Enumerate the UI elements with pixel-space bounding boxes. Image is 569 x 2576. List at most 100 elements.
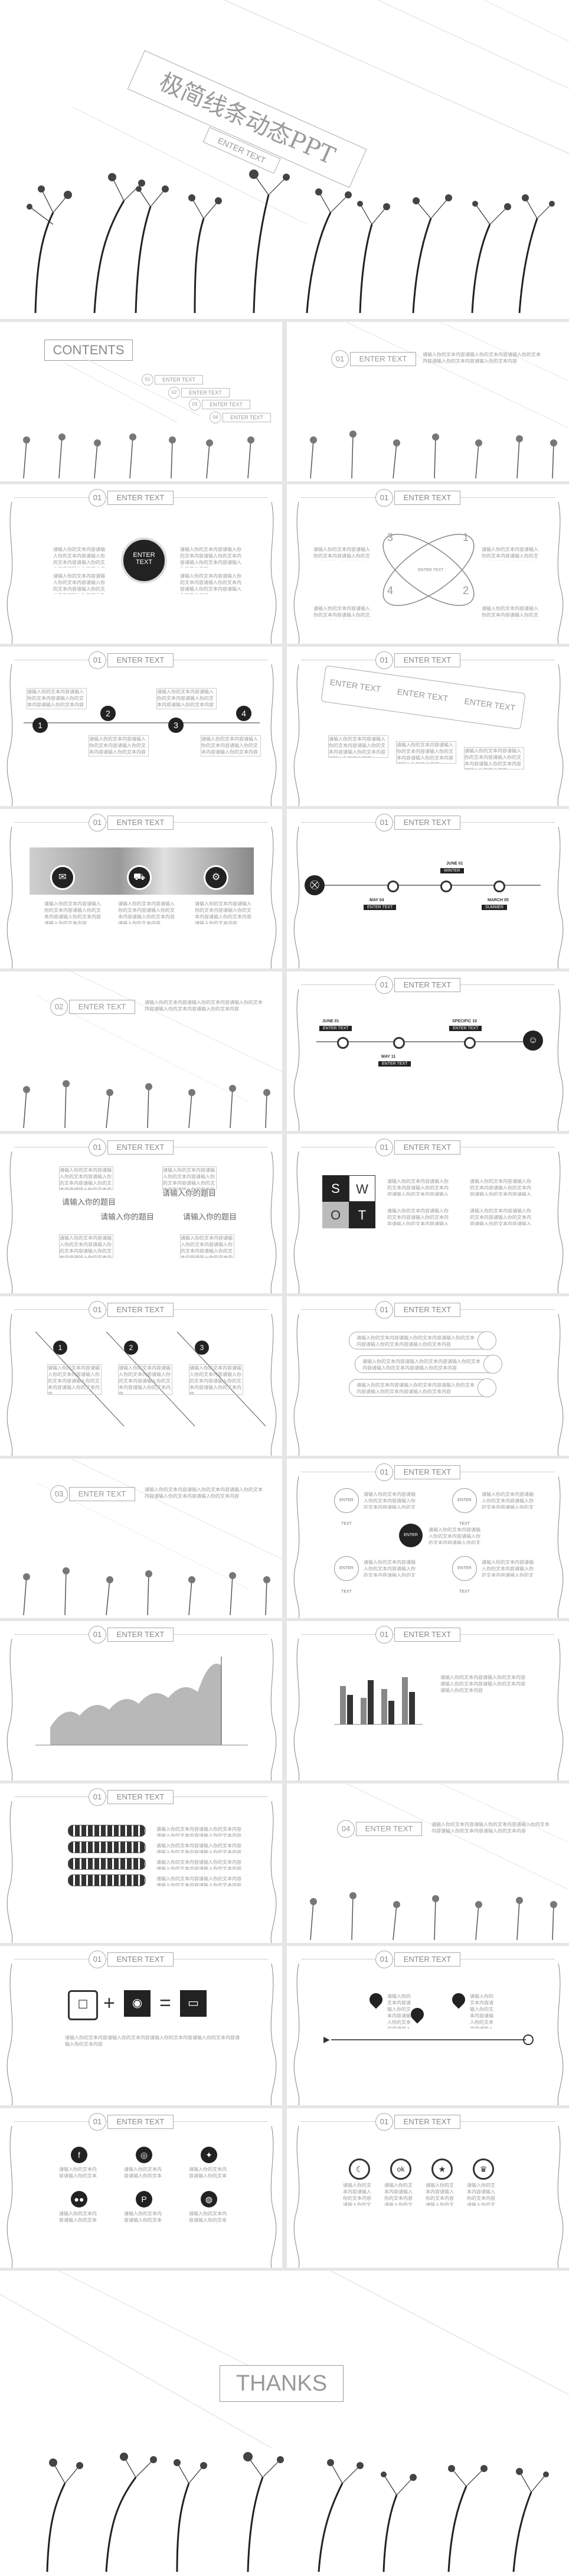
cover-lines — [70, 0, 569, 225]
pill-text: 请输入你的文本内容请输入你的文本内容请输入你的文本内容请输入你的文本内容请输入你… — [357, 1382, 475, 1394]
header-label: ENTER TEXT — [394, 2115, 460, 2129]
leaf-border-left — [6, 1801, 13, 1943]
headline-text-1: 请输入你的文本内容请输入你的文本内容请输入你的文本内容请输入你的文本内容请输入你… — [59, 1166, 113, 1190]
section-desc: 请输入你的文本内容请输入你的文本内容请输入你的文本内容请输入你的文本内容请输入你… — [145, 1487, 263, 1499]
timeline-tag-1: WINTER — [440, 868, 464, 873]
slide-social: 01 ENTER TEXT f ◎ ✦ ●● P ◍ 请输入你的文本内容请输入你… — [0, 2108, 282, 2268]
header-label: ENTER TEXT — [394, 1628, 460, 1642]
timeline-line — [316, 1041, 535, 1042]
ellipse-num-4: 4 — [387, 585, 394, 596]
header-label: ENTER TEXT — [107, 816, 174, 830]
section-04-slide: 04 ENTER TEXT 请输入你的文本内容请输入你的文本内容请输入你的文本内… — [287, 1783, 569, 1943]
pin-icon — [367, 1990, 385, 2009]
circle-3: ENTER TEXT — [334, 1556, 359, 1594]
pill-badge — [483, 1355, 502, 1374]
section-lines — [35, 971, 282, 1102]
social-text-1: 请输入你的文本内容请输入你的文本内容请输入你的文本内容请输入你的文本内容请输入你… — [59, 2167, 97, 2179]
circle-text-2: 请输入你的文本内容请输入你的文本内容请输入你的文本内容请输入你的文本内容请输入你… — [482, 1492, 534, 1509]
header-num: 01 — [375, 1301, 393, 1319]
section-num: 04 — [337, 1820, 355, 1838]
timeline-label-2: MAY 04 — [369, 898, 384, 902]
globe-icon[interactable]: ◍ — [201, 2191, 217, 2207]
circle-text-3: 请输入你的文本内容请输入你的文本内容请输入你的文本内容请输入你的文本内容请输入你… — [429, 1527, 480, 1544]
header-label: ENTER TEXT — [394, 491, 460, 505]
pill-badge — [478, 1378, 496, 1397]
medal-icon: ☾ — [349, 2158, 370, 2180]
header-label: ENTER TEXT — [394, 653, 460, 667]
timeline-dot — [387, 881, 399, 892]
timeline2-label-1: JUNE 01 — [322, 1019, 339, 1023]
header-num: 01 — [375, 814, 393, 832]
pin-text-1: 请输入你的文本内容请输入你的文本内容请输入你的文本内容请输入你的文本内容请输入你… — [387, 1994, 411, 2029]
cover-slide: 极简线条动态PPT ENTER TEXT — [0, 0, 569, 319]
diag-text-2: 请输入你的文本内容请输入你的文本内容请输入你的文本内容请输入你的文本内容请输入你… — [118, 1364, 172, 1395]
header-label: ENTER TEXT — [107, 1790, 174, 1804]
separator — [0, 1943, 569, 1946]
header-label: ENTER TEXT — [107, 1303, 174, 1317]
header-label: ENTER TEXT — [107, 1140, 174, 1155]
timeline-dot — [493, 881, 505, 892]
section-label: ENTER TEXT — [350, 352, 416, 366]
swot-t: T — [349, 1202, 375, 1228]
dribbble-icon[interactable]: ◎ — [136, 2147, 152, 2163]
pill-text: 请输入你的文本内容请输入你的文本内容请输入你的文本内容请输入你的文本内容请输入你… — [362, 1359, 480, 1371]
headline-text-2: 请输入你的文本内容请输入你的文本内容请输入你的文本内容请输入你的文本内容请输入你… — [162, 1166, 217, 1190]
separator — [0, 481, 569, 484]
pin-line — [331, 2039, 526, 2040]
swot-text-4: 请输入你的文本内容请输入你的文本内容请输入你的文本内容请输入你的文本内容请输入你… — [470, 1208, 531, 1225]
timeline2-tag-1: ENTER TEXT — [319, 1026, 352, 1031]
leaf-border-left — [293, 501, 300, 644]
leaf-border-right — [270, 826, 277, 969]
separator — [0, 1131, 569, 1134]
slide-swot: 01 ENTER TEXT S W O T 请输入你的文本内容请输入你的文本内容… — [287, 1134, 569, 1293]
section-trees — [23, 1567, 270, 1616]
medal-text-4: 请输入你的文本内容请输入你的文本内容请输入你的文本内容请输入你的文本内容请输入你… — [467, 2183, 495, 2206]
photo-text-3: 请输入你的文本内容请输入你的文本内容请输入你的文本内容请输入你的文本内容请输入你… — [195, 901, 251, 924]
progress-row-2 — [68, 1841, 146, 1853]
separator — [0, 1781, 569, 1783]
circle-center: ENTER TEXT — [399, 1524, 423, 1561]
diagonal-lines — [35, 1331, 266, 1427]
section-lines — [35, 1459, 282, 1589]
separator — [0, 319, 569, 322]
medal-text-3: 请输入你的文本内容请输入你的文本内容请输入你的文本内容请输入你的文本内容请输入你… — [426, 2183, 454, 2206]
twitter-icon[interactable]: ✦ — [201, 2147, 217, 2163]
cover-tree-silhouette — [27, 169, 555, 314]
slide-headlines: 01 ENTER TEXT 请输入你的文本内容请输入你的文本内容请输入你的文本内… — [0, 1134, 282, 1293]
thanks-tree-silhouette — [46, 2452, 549, 2572]
slide-diagonal-steps: 01 ENTER TEXT 1 2 3 请输入你的文本内容请输入你的文本内容请输… — [0, 1296, 282, 1456]
section-num: 01 — [331, 350, 349, 368]
pill-item-1: 请输入你的文本内容请输入你的文本内容请输入你的文本内容请输入你的文本内容请输入你… — [349, 1331, 496, 1350]
headline-2: 请输入你的题目 — [162, 1189, 217, 1198]
leaf-border-right — [557, 1313, 564, 1456]
leaf-border-right — [557, 2125, 564, 2268]
header-num: 01 — [89, 489, 106, 507]
leaf-border-left — [293, 1638, 300, 1781]
progress-text-3: 请输入你的文本内容请输入你的文本内容请输入你的文本内容请输入你的文本内容请输入你… — [156, 1860, 241, 1870]
leaf-border-right — [557, 1963, 564, 2105]
diag-step-3: 3 — [195, 1341, 209, 1355]
folder-icon: ▭ — [180, 1990, 207, 2017]
bike-icon: ⚙ — [204, 865, 228, 890]
section-lines — [345, 322, 569, 429]
separator — [0, 644, 569, 647]
end-icon — [523, 2034, 534, 2045]
contents-item-num: 01 — [142, 374, 153, 386]
social-text-3: 请输入你的文本内容请输入你的文本内容请输入你的文本内容请输入你的文本内容请输入你… — [189, 2167, 227, 2179]
pinterest-icon[interactable]: P — [136, 2191, 152, 2207]
slide-center-circle: 01 ENTER TEXT 请输入你的文本内容请输入你的文本内容请输入你的文本内… — [0, 484, 282, 644]
leaf-border-left — [6, 2125, 13, 2268]
section-desc: 请输入你的文本内容请输入你的文本内容请输入你的文本内容请输入你的文本内容请输入你… — [431, 1822, 550, 1834]
diag-step-1: 1 — [53, 1341, 67, 1355]
leaf-border-right — [557, 1476, 564, 1618]
separator — [0, 2105, 569, 2108]
timeline-line — [316, 885, 541, 886]
step-2: 2 — [100, 706, 116, 721]
header-num: 01 — [375, 651, 393, 669]
section-trees — [23, 1080, 270, 1129]
chart-desc: 请输入你的文本内容请输入你的文本内容请输入你的文本内容请输入你的文本内容请输入你… — [440, 1675, 525, 1693]
flickr-icon[interactable]: ●● — [71, 2191, 87, 2207]
facebook-icon[interactable]: f — [71, 2147, 87, 2163]
text-block-right-2: 请输入你的文本内容请输入你的文本内容请输入你的文本内容请输入你的文本内容请输入你… — [180, 573, 241, 594]
header-label: ENTER TEXT — [394, 1952, 460, 1967]
